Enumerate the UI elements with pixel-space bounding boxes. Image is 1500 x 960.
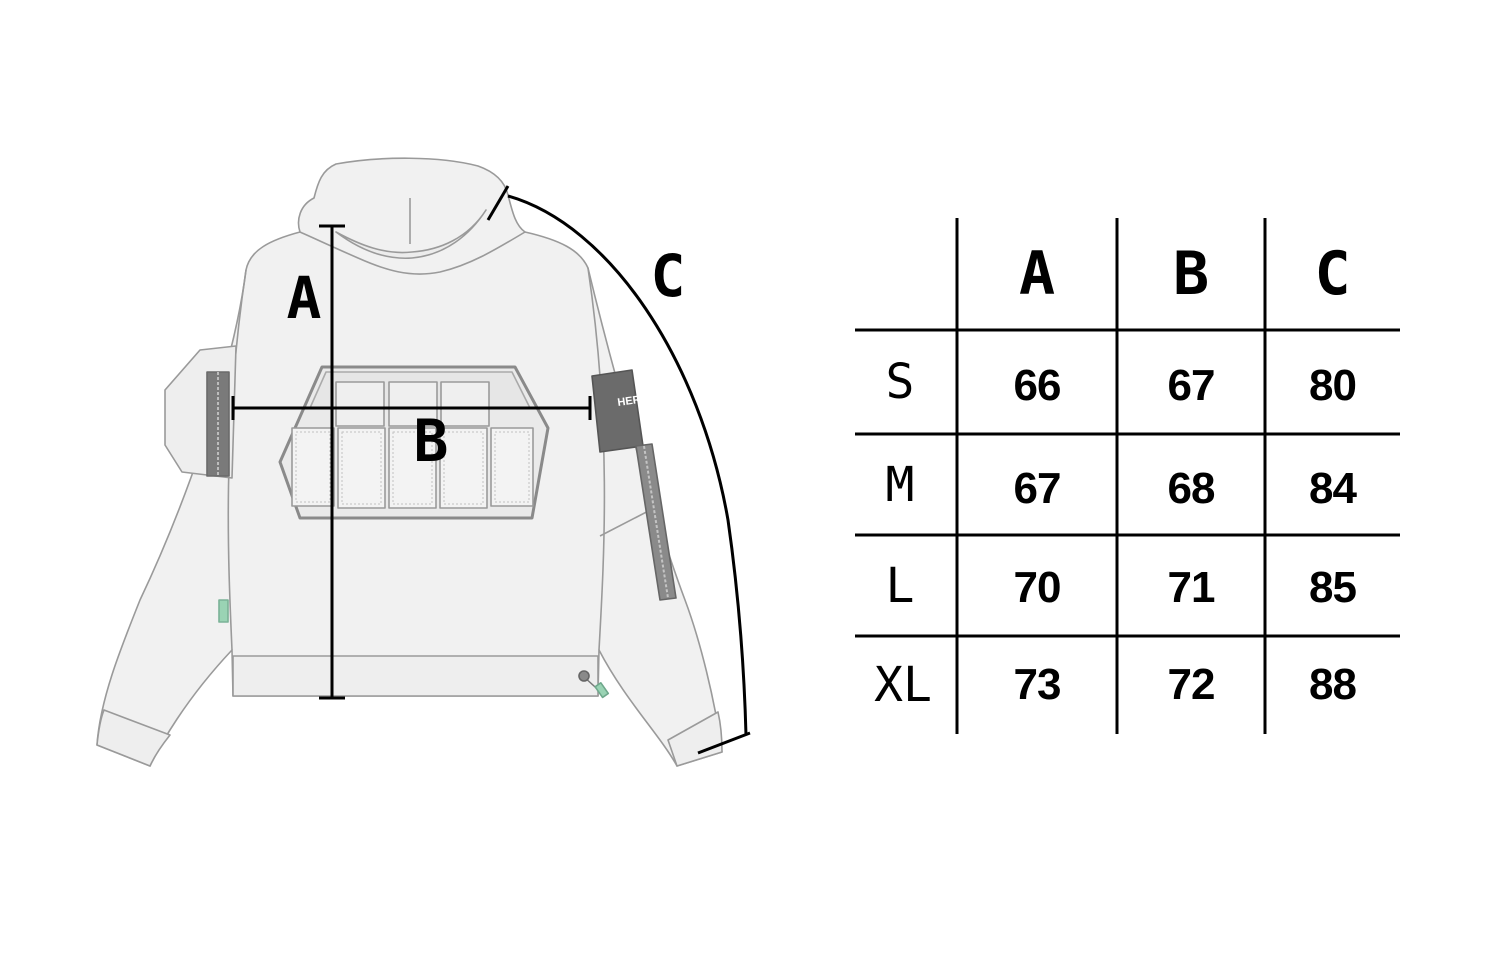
sleeve-patch [591, 369, 644, 453]
cell-s-c: 80 [1309, 361, 1357, 410]
cell-xl-a: 73 [1013, 660, 1062, 709]
cell-s-b: 67 [1167, 361, 1216, 410]
chest-pocket-rig [278, 365, 550, 520]
measure-c [486, 185, 751, 755]
cell-s-a: 66 [1013, 361, 1062, 410]
cell-l-c: 85 [1309, 562, 1357, 612]
patch-text: HER [617, 394, 642, 409]
measure-b [231, 396, 592, 420]
cell-l-b: 71 [1167, 562, 1216, 612]
cell-xl-b: 72 [1167, 660, 1216, 709]
cell-m-c: 84 [1309, 463, 1357, 513]
drawcord-toggle [578, 670, 610, 699]
column-header-b: B [1172, 239, 1210, 309]
right-cuff [667, 711, 723, 767]
row-label-m: M [885, 456, 915, 513]
cell-xl-c: 88 [1309, 660, 1357, 709]
column-header-c: C [1314, 239, 1351, 309]
side-tag [218, 599, 229, 623]
hem-band [232, 655, 599, 697]
table-grid [855, 218, 1400, 734]
row-label-s: S [885, 354, 915, 410]
hood-opening [335, 209, 487, 260]
row-label-xl: XL [874, 657, 932, 713]
hoodie-diagram: HER [96, 157, 751, 767]
left-cuff [96, 709, 171, 767]
measure-a [319, 224, 345, 700]
label-b: B [414, 407, 449, 475]
column-header-a: A [1018, 239, 1056, 309]
label-a: A [287, 264, 322, 332]
right-sleeve-seam [587, 267, 606, 651]
cell-l-a: 70 [1013, 562, 1062, 612]
cell-m-b: 68 [1167, 463, 1216, 513]
left-sleeve-seam [227, 269, 247, 651]
cell-m-a: 67 [1013, 463, 1062, 513]
size-chart-table: A B C S 66 67 80 M 67 68 84 L 70 71 85 X… [855, 218, 1400, 734]
row-label-l: L [885, 557, 915, 614]
label-c: C [651, 242, 686, 310]
hoodie-illustration: HER [96, 157, 723, 767]
